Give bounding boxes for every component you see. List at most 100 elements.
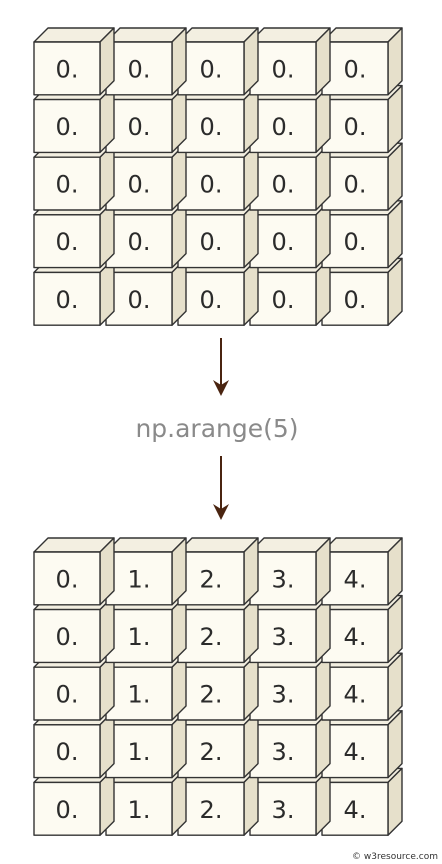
cell-value: 0. bbox=[200, 228, 223, 256]
matrix-cell: 1. bbox=[105, 710, 187, 779]
cell-value: 4. bbox=[344, 623, 367, 651]
cell-value: 0. bbox=[344, 286, 367, 314]
cell-value: 0. bbox=[56, 286, 79, 314]
matrix-cell: 2. bbox=[177, 767, 259, 836]
cell-value: 0. bbox=[56, 681, 79, 709]
matrix-cell: 1. bbox=[105, 652, 187, 721]
cell-value: 0. bbox=[128, 55, 151, 83]
cell-value: 0. bbox=[344, 228, 367, 256]
matrix-cell: 0. bbox=[249, 84, 331, 154]
matrix-cell: 3. bbox=[249, 537, 331, 606]
cell-value: 0. bbox=[200, 113, 223, 141]
matrix-cell: 4. bbox=[321, 652, 403, 721]
matrix-cell: 0. bbox=[33, 84, 115, 154]
cell-value: 4. bbox=[344, 681, 367, 709]
cell-value: 0. bbox=[56, 565, 79, 593]
cell-value: 2. bbox=[200, 796, 223, 824]
matrix-cell: 0. bbox=[33, 537, 115, 606]
matrix-cell: 4. bbox=[321, 537, 403, 606]
matrix-cell: 0. bbox=[105, 84, 187, 154]
cell-value: 3. bbox=[272, 796, 295, 824]
matrix-cell: 0. bbox=[33, 652, 115, 721]
matrix-cell: 0. bbox=[33, 200, 115, 269]
cell-value: 0. bbox=[272, 55, 295, 83]
cell-value: 0. bbox=[200, 286, 223, 314]
matrix-cell: 1. bbox=[105, 537, 187, 606]
matrix-cell: 0. bbox=[177, 27, 259, 96]
matrix-cell: 0. bbox=[105, 27, 187, 96]
matrix-cell: 4. bbox=[321, 594, 403, 664]
cell-value: 4. bbox=[344, 796, 367, 824]
matrix-cell: 0. bbox=[177, 142, 259, 211]
cell-value: 0. bbox=[128, 113, 151, 141]
down-arrow-bottom bbox=[213, 456, 229, 520]
cell-value: 2. bbox=[200, 565, 223, 593]
cell-value: 0. bbox=[56, 623, 79, 651]
matrix-cell: 1. bbox=[105, 594, 187, 664]
cell-value: 3. bbox=[272, 565, 295, 593]
matrix-cell: 0. bbox=[105, 257, 187, 326]
matrix-cell: 0. bbox=[249, 27, 331, 96]
cell-value: 1. bbox=[128, 796, 151, 824]
down-arrow-top bbox=[213, 338, 229, 396]
matrix-cell: 0. bbox=[105, 200, 187, 269]
cell-value: 2. bbox=[200, 681, 223, 709]
matrix-cell: 0. bbox=[321, 257, 403, 326]
cell-value: 1. bbox=[128, 623, 151, 651]
matrix-cell: 3. bbox=[249, 652, 331, 721]
matrix-cell: 0. bbox=[177, 257, 259, 326]
cell-value: 0. bbox=[56, 55, 79, 83]
matrix-cell: 0. bbox=[321, 84, 403, 154]
cell-value: 0. bbox=[344, 113, 367, 141]
output-matrix: 4. 3. 2. 1. 0. 4. 3. 2. 1. 0. 4. 3. 2. 1. 0. 4. 3. 2. 1. 0.… bbox=[33, 537, 403, 836]
cell-value: 3. bbox=[272, 623, 295, 651]
cell-value: 0. bbox=[344, 171, 367, 199]
cell-value: 4. bbox=[344, 738, 367, 766]
matrix-cell: 3. bbox=[249, 710, 331, 779]
matrix-cell: 0. bbox=[249, 257, 331, 326]
matrix-cell: 0. bbox=[177, 200, 259, 269]
cell-value: 2. bbox=[200, 623, 223, 651]
cell-value: 0. bbox=[56, 228, 79, 256]
cell-value: 0. bbox=[200, 55, 223, 83]
cell-value: 0. bbox=[128, 286, 151, 314]
matrix-cell: 2. bbox=[177, 537, 259, 606]
matrix-cell: 3. bbox=[249, 767, 331, 836]
cell-value: 1. bbox=[128, 681, 151, 709]
matrix-cell: 0. bbox=[33, 257, 115, 326]
matrix-cell: 0. bbox=[249, 142, 331, 211]
input-matrix: 0.0.0.0.0.0.0.0.0.0.0.0.0.0.0.0.0.0.0.0.… bbox=[33, 27, 403, 326]
cell-value: 1. bbox=[128, 738, 151, 766]
matrix-cell: 0. bbox=[33, 710, 115, 779]
matrix-cell: 4. bbox=[321, 767, 403, 836]
matrix-cell: 0. bbox=[177, 84, 259, 154]
matrix-cell: 0. bbox=[105, 142, 187, 211]
credit-text: © w3resource.com bbox=[352, 852, 438, 862]
operation-label: np.arange(5) bbox=[135, 414, 298, 443]
cell-value: 0. bbox=[272, 171, 295, 199]
matrix-cell: 1. bbox=[105, 767, 187, 836]
cell-value: 0. bbox=[128, 228, 151, 256]
matrix-cell: 0. bbox=[321, 27, 403, 96]
cell-value: 1. bbox=[128, 565, 151, 593]
matrix-cell: 0. bbox=[33, 142, 115, 211]
cell-value: 3. bbox=[272, 681, 295, 709]
cell-value: 2. bbox=[200, 738, 223, 766]
matrix-cell: 0. bbox=[321, 200, 403, 269]
matrix-cell: 0. bbox=[249, 200, 331, 269]
matrix-cell: 3. bbox=[249, 594, 331, 664]
matrix-cell: 0. bbox=[33, 27, 115, 96]
matrix-cell: 2. bbox=[177, 652, 259, 721]
cell-value: 0. bbox=[56, 171, 79, 199]
cell-value: 3. bbox=[272, 738, 295, 766]
cell-value: 0. bbox=[56, 796, 79, 824]
cell-value: 0. bbox=[272, 286, 295, 314]
cell-value: 0. bbox=[56, 738, 79, 766]
matrix-cell: 4. bbox=[321, 710, 403, 779]
cell-value: 0. bbox=[200, 171, 223, 199]
matrix-cell: 0. bbox=[33, 767, 115, 836]
matrix-cell: 0. bbox=[321, 142, 403, 211]
cell-value: 0. bbox=[56, 113, 79, 141]
cell-value: 0. bbox=[344, 55, 367, 83]
